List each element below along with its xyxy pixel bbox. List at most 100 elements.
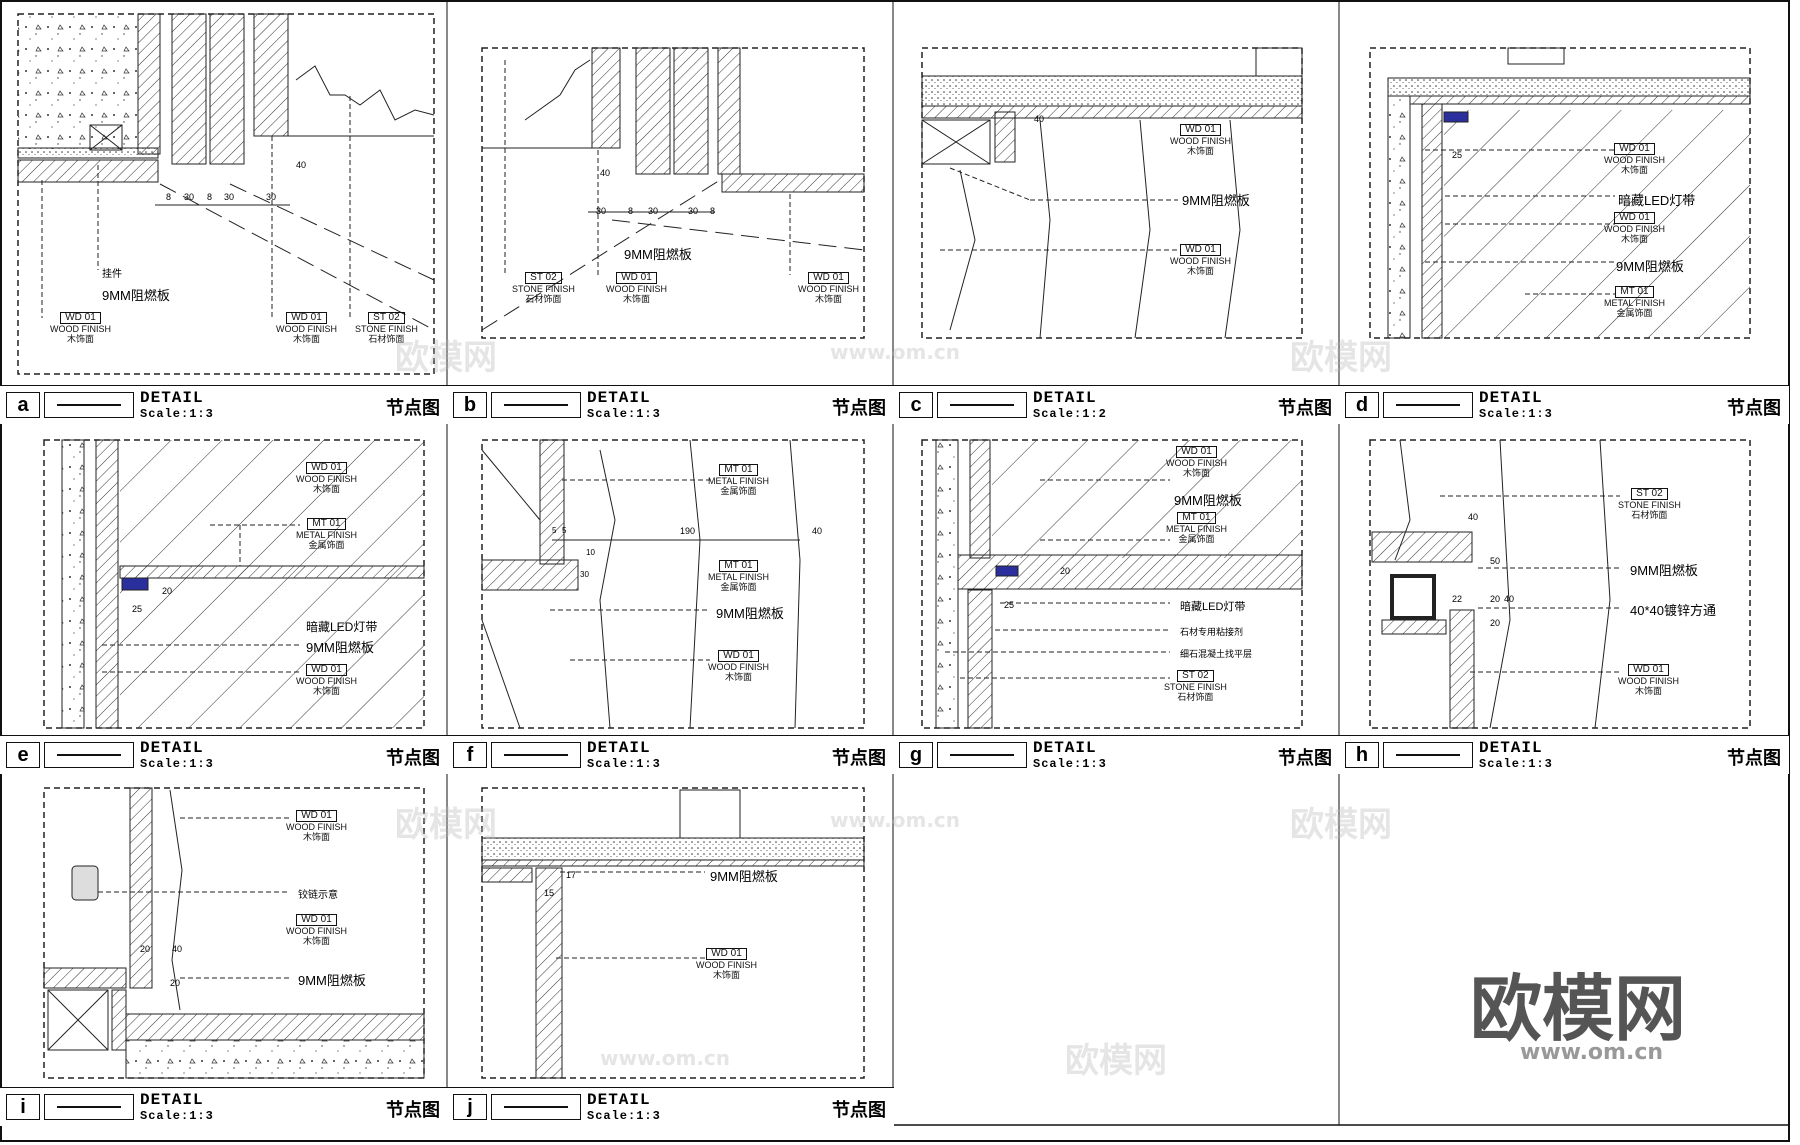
detail-label: DETAIL xyxy=(1479,739,1543,757)
detail-label: DETAIL xyxy=(587,739,651,757)
panel-letter: f xyxy=(453,742,487,768)
dim-label: 30 xyxy=(648,206,659,216)
note-9mm-board: 9MM阻燃板 xyxy=(102,288,170,303)
note-led-strip: 暗藏LED灯带 xyxy=(1180,601,1246,613)
dim-label: 30 xyxy=(596,206,607,216)
dim-label: 20 xyxy=(1060,566,1071,576)
dim-label: 5 xyxy=(552,526,557,535)
panel-letter: j xyxy=(453,1094,487,1120)
section-line-symbol xyxy=(1383,742,1473,768)
dim-label: 20 xyxy=(1490,618,1501,628)
note-9mm-board: 9MM阻燃板 xyxy=(1174,493,1242,508)
dim-label: 30 xyxy=(688,206,699,216)
detail-label: DETAIL xyxy=(1033,739,1097,757)
node-drawing-label: 节点图 xyxy=(1727,398,1781,418)
node-drawing-label: 节点图 xyxy=(832,398,886,418)
dim-label: 20 xyxy=(162,586,173,596)
note-9mm-board: 9MM阻燃板 xyxy=(716,606,784,621)
section-line-symbol xyxy=(44,1094,134,1120)
note-hanger: 挂件 xyxy=(102,269,122,280)
note-led-strip: 暗藏LED灯带 xyxy=(306,620,378,634)
dim-label: 8 xyxy=(166,192,172,202)
watermark-logo: 欧模网 xyxy=(1065,1041,1167,1081)
dim-label: 20 xyxy=(170,978,181,988)
titlebar-i: i DETAIL Scale:1:3 节点图 xyxy=(0,1087,448,1126)
dim-label: 22 xyxy=(1452,594,1463,604)
scale-label: Scale:1:3 xyxy=(587,1109,661,1123)
scale-label: Scale:1:3 xyxy=(1479,407,1553,421)
dim-label: 40 xyxy=(812,526,823,536)
dim-label: 30 xyxy=(224,192,235,202)
node-drawing-label: 节点图 xyxy=(832,1100,886,1120)
node-drawing-label: 节点图 xyxy=(1278,398,1332,418)
panel-g-drawing xyxy=(921,439,1303,729)
dim-label: 20 xyxy=(140,944,151,954)
watermark-url: www.om.cn xyxy=(830,340,961,364)
dim-label: 25 xyxy=(132,604,143,614)
section-line-symbol xyxy=(44,392,134,418)
titlebar-f: f DETAIL Scale:1:3 节点图 xyxy=(447,735,894,774)
node-drawing-label: 节点图 xyxy=(1278,748,1332,768)
titlebar-a: a DETAIL Scale:1:3 节点图 xyxy=(0,385,448,424)
scale-label: Scale:1:3 xyxy=(587,757,661,771)
dim-label: 8 xyxy=(207,192,213,202)
dim-label: 40 xyxy=(1034,114,1045,124)
node-drawing-label: 节点图 xyxy=(832,748,886,768)
panel-h-drawing xyxy=(1369,439,1751,729)
panel-f-drawing xyxy=(481,439,865,729)
dim-label: 5 xyxy=(562,526,567,535)
watermark-logo: 欧模网 xyxy=(395,338,497,378)
node-drawing-label: 节点图 xyxy=(386,748,440,768)
note-9mm-board: 9MM阻燃板 xyxy=(298,973,366,988)
panel-letter: b xyxy=(453,392,487,418)
note-led-strip: 暗藏LED灯带 xyxy=(1618,193,1696,208)
watermark-url: www.om.cn xyxy=(830,808,961,832)
panel-c-drawing xyxy=(921,47,1303,339)
note-9mm-board: 9MM阻燃板 xyxy=(306,640,374,655)
note-9mm-board: 9MM阻燃板 xyxy=(624,247,692,262)
dim-label: 20 xyxy=(1490,594,1501,604)
dim-label: 30 xyxy=(266,192,277,202)
scale-label: Scale:1:3 xyxy=(1479,757,1553,771)
detail-label: DETAIL xyxy=(587,1091,651,1109)
detail-label: DETAIL xyxy=(140,389,204,407)
dim-label: 30 xyxy=(580,570,589,579)
detail-label: DETAIL xyxy=(1479,389,1543,407)
scale-label: Scale:1:3 xyxy=(140,757,214,771)
note-leveling-layer: 细石混凝土找平层 xyxy=(1180,649,1253,659)
dim-label: 25 xyxy=(1452,150,1463,160)
dim-label: 40 xyxy=(1468,512,1479,522)
node-drawing-label: 节点图 xyxy=(1727,748,1781,768)
brand-url: www.om.cn xyxy=(1520,1040,1664,1065)
dim-label: 10 xyxy=(586,548,595,557)
panel-letter: i xyxy=(6,1094,40,1120)
detail-label: DETAIL xyxy=(140,1091,204,1109)
watermark-logo: 欧模网 xyxy=(395,805,497,845)
note-9mm-board: 9MM阻燃板 xyxy=(1616,259,1684,274)
scale-label: Scale:1:3 xyxy=(1033,757,1107,771)
panel-i-drawing xyxy=(43,787,425,1079)
titlebar-d: d DETAIL Scale:1:3 节点图 xyxy=(1339,385,1789,424)
section-line-symbol xyxy=(491,1094,581,1120)
note-9mm-board: 9MM阻燃板 xyxy=(1182,193,1250,208)
scale-label: Scale:1:3 xyxy=(140,1109,214,1123)
node-drawing-label: 节点图 xyxy=(386,1100,440,1120)
section-line-symbol xyxy=(44,742,134,768)
note-9mm-board: 9MM阻燃板 xyxy=(710,869,778,884)
